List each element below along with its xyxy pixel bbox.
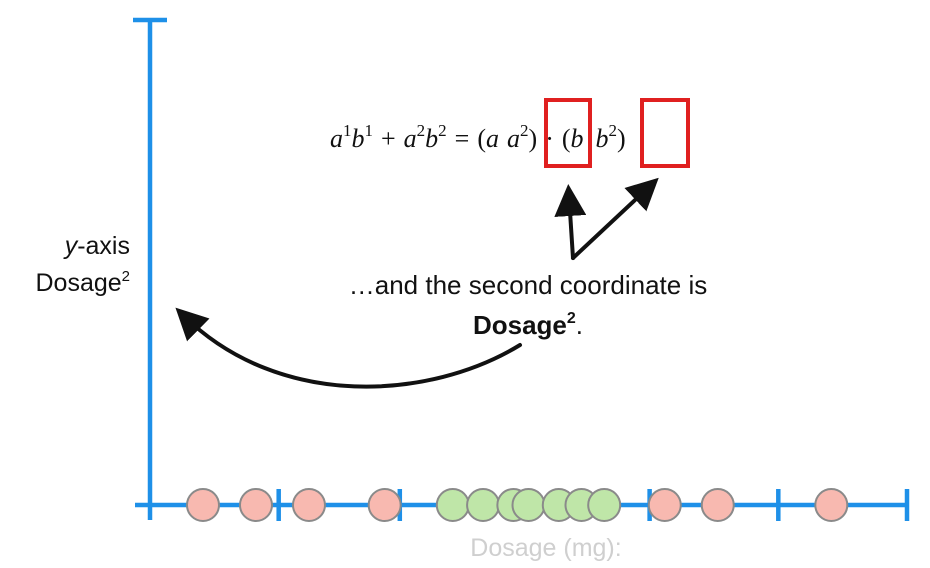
eq-a2: a <box>404 124 417 153</box>
red-data-point <box>291 488 326 522</box>
eq-rhs-a2: a <box>507 124 520 153</box>
red-data-point <box>367 488 402 522</box>
x-axis-label: Dosage (mg): <box>470 534 621 562</box>
caption-line-1: …and the second coordinate is <box>349 270 707 300</box>
highlight-box-a2 <box>544 98 592 168</box>
y-axis-label-var: y <box>63 232 79 260</box>
svg-text:Dosage2: Dosage2 <box>35 268 130 297</box>
eq-rhs-b: b <box>571 124 584 153</box>
y-axis-label-rest: -axis <box>77 232 130 260</box>
red-data-point <box>647 488 682 522</box>
eq-rhs-b2: b <box>596 124 609 153</box>
eq-a1-exp: 1 <box>343 121 352 140</box>
caption-dosage: Dosage <box>473 310 567 340</box>
eq-dot: · <box>545 124 554 153</box>
eq-b2-exp: 2 <box>438 121 447 140</box>
curved-arrow-to-y-axis <box>175 307 522 389</box>
eq-close-paren-1: ) <box>529 124 538 153</box>
arrow-to-b2 <box>571 177 659 260</box>
y-axis-label-exp: 2 <box>122 268 130 285</box>
eq-b2: b <box>425 124 438 153</box>
red-data-point <box>700 488 735 522</box>
eq-b1-exp: 1 <box>365 121 374 140</box>
eq-equals: = <box>455 124 470 153</box>
eq-a2-exp: 2 <box>417 121 426 140</box>
eq-rhs-a: a <box>486 124 499 153</box>
eq-a1: a <box>330 124 343 153</box>
eq-rhs-a2-exp: 2 <box>520 121 529 140</box>
y-axis <box>133 17 167 520</box>
caption-dosage-exp: 2 <box>567 310 576 327</box>
highlight-box-b2 <box>640 98 690 168</box>
eq-open-paren-1: ( <box>477 124 486 153</box>
data-points <box>185 488 849 522</box>
y-axis-label-dosage: Dosage <box>35 269 121 297</box>
y-axis-label: y-axis Dosage2 <box>35 232 130 297</box>
svg-text:y-axis: y-axis <box>63 232 130 260</box>
eq-plus: + <box>381 124 396 153</box>
eq-close-paren-2: ) <box>617 124 626 153</box>
eq-rhs-b2-exp: 2 <box>609 121 618 140</box>
red-data-point <box>238 488 273 522</box>
green-data-point <box>435 488 470 522</box>
eq-b1: b <box>352 124 365 153</box>
eq-open-paren-2: ( <box>562 124 571 153</box>
green-data-point <box>587 488 622 522</box>
caption-line-2: Dosage2. <box>473 310 583 340</box>
red-data-point <box>185 488 220 522</box>
arrow-to-a2 <box>554 184 587 260</box>
green-data-point <box>466 488 501 522</box>
green-data-point <box>511 488 546 522</box>
caption-period: . <box>576 310 583 340</box>
red-data-point <box>814 488 849 522</box>
